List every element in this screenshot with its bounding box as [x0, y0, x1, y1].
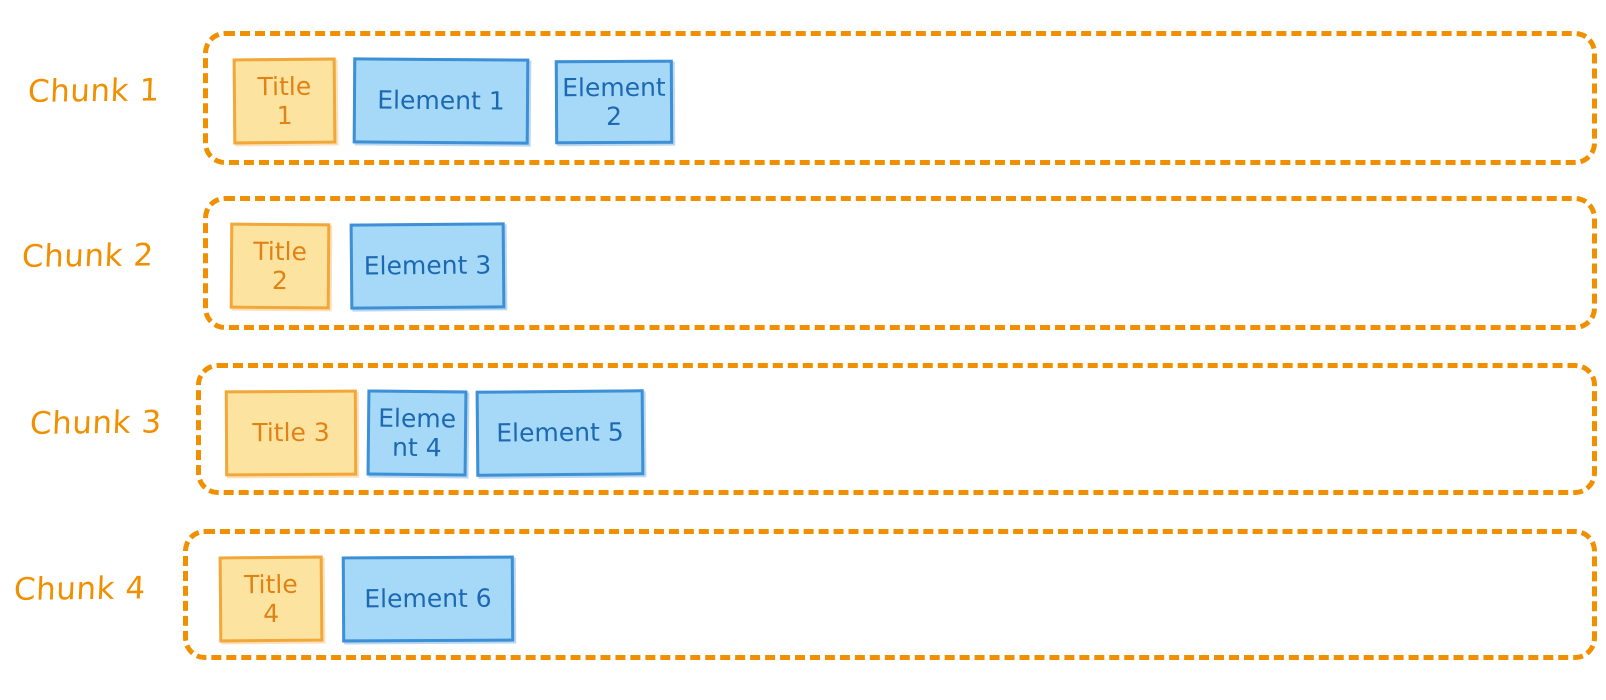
chunk-container-2[interactable]: Title 2 Element 3: [203, 196, 1597, 330]
title-box-2[interactable]: Title 2: [229, 222, 331, 310]
element-box-3[interactable]: Element 3: [349, 222, 506, 310]
chunk-container-4[interactable]: Title 4 Element 6: [183, 529, 1597, 660]
chunk-container-3[interactable]: Title 3 Eleme nt 4 Element 5: [196, 363, 1597, 495]
chunk-label-2: Chunk 2: [21, 237, 155, 275]
title-box-4[interactable]: Title 4: [218, 555, 324, 643]
chunk-label-1: Chunk 1: [27, 72, 161, 110]
element-box-6[interactable]: Element 6: [341, 555, 515, 643]
element-box-2[interactable]: Element 2: [554, 59, 674, 145]
chunk-container-1[interactable]: Title 1 Element 1 Element 2: [203, 31, 1597, 165]
title-box-3[interactable]: Title 3: [224, 389, 358, 477]
element-box-5[interactable]: Element 5: [475, 389, 645, 477]
element-box-4[interactable]: Eleme nt 4: [366, 389, 468, 477]
element-box-1[interactable]: Element 1: [352, 57, 530, 145]
title-box-1[interactable]: Title 1: [232, 57, 337, 145]
chunk-label-4: Chunk 4: [13, 570, 147, 608]
chunk-label-3: Chunk 3: [29, 404, 163, 442]
